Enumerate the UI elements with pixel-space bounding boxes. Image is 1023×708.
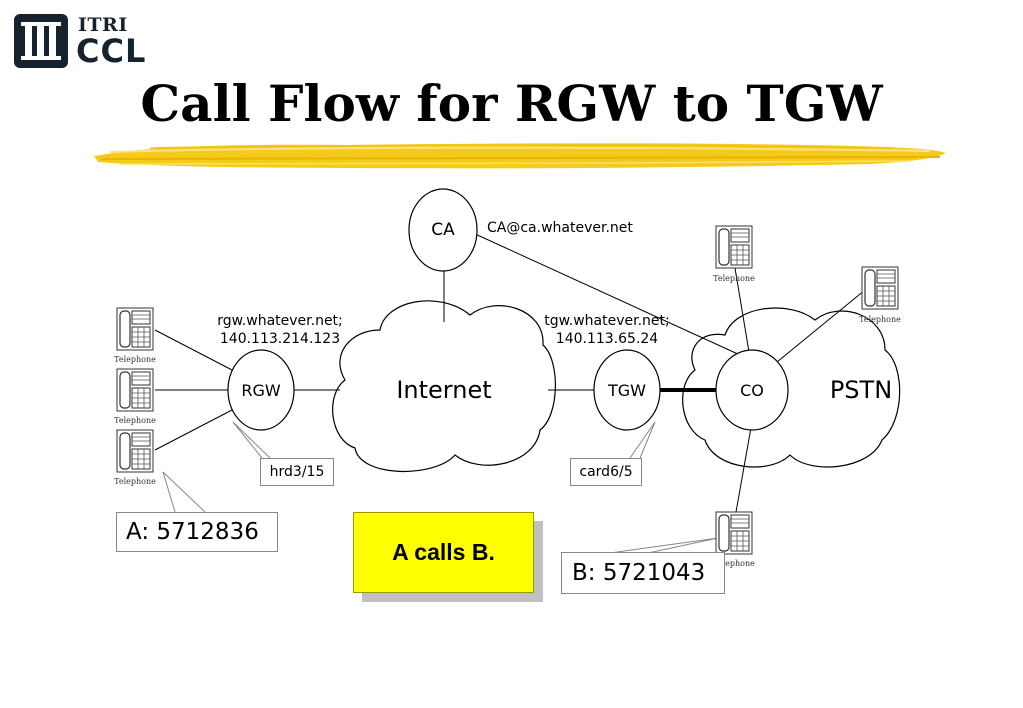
pstn-cloud — [682, 307, 901, 468]
rgw-port-callout: hrd3/15 — [260, 458, 334, 486]
tgw-host-label: tgw.whatever.net; — [544, 313, 670, 329]
telephone-caption: Telephone — [114, 355, 156, 364]
ca-label: CA — [431, 220, 455, 240]
telephone-icon: Telephone — [114, 429, 156, 486]
co-node: CO — [715, 349, 789, 431]
telephone-caption: Telephone — [713, 559, 755, 568]
telephone-caption: Telephone — [859, 315, 901, 324]
rgw-label: RGW — [241, 381, 281, 400]
logo-top-text: ITRI — [78, 14, 128, 36]
co-label: CO — [740, 381, 764, 400]
telephone-caption: Telephone — [114, 416, 156, 425]
rgw-node: RGW — [227, 349, 295, 431]
internet-cloud — [332, 300, 556, 472]
internet-label: Internet — [396, 376, 491, 404]
page-title: Call Flow for RGW to TGW — [140, 74, 883, 133]
pstn-label: PSTN — [830, 376, 892, 404]
connection-lines — [154, 232, 866, 513]
telephone-caption: Telephone — [713, 274, 755, 283]
ca-address-label: CA@ca.whatever.net — [487, 220, 633, 236]
logo-bottom-text: CCL — [76, 32, 147, 70]
telephone-icon: Telephone — [114, 307, 156, 364]
call-note: A calls B. — [353, 512, 534, 593]
callee-b-callout: B: 5721043 — [561, 552, 725, 594]
tgw-ip-label: 140.113.65.24 — [556, 331, 659, 347]
telephone-icon: Telephone — [859, 266, 901, 324]
tgw-label: TGW — [607, 381, 646, 400]
tgw-port-callout: card6/5 — [570, 458, 642, 486]
callout-pointers — [162, 421, 719, 554]
caller-a-callout: A: 5712836 — [116, 512, 278, 552]
telephone-caption: Telephone — [114, 477, 156, 486]
telephone-icon: Telephone — [713, 511, 755, 568]
itri-ccl-logo: ITRI CCL — [14, 12, 164, 70]
telephone-icon: Telephone — [114, 368, 156, 425]
title-brush-underline — [94, 143, 946, 169]
rgw-host-label: rgw.whatever.net; — [217, 313, 343, 329]
telephone-icon: Telephone — [713, 225, 755, 283]
tgw-node: TGW — [593, 349, 661, 431]
rgw-ip-label: 140.113.214.123 — [220, 331, 340, 347]
itri-logo-mark — [14, 14, 68, 68]
ca-node: CA — [408, 188, 478, 272]
